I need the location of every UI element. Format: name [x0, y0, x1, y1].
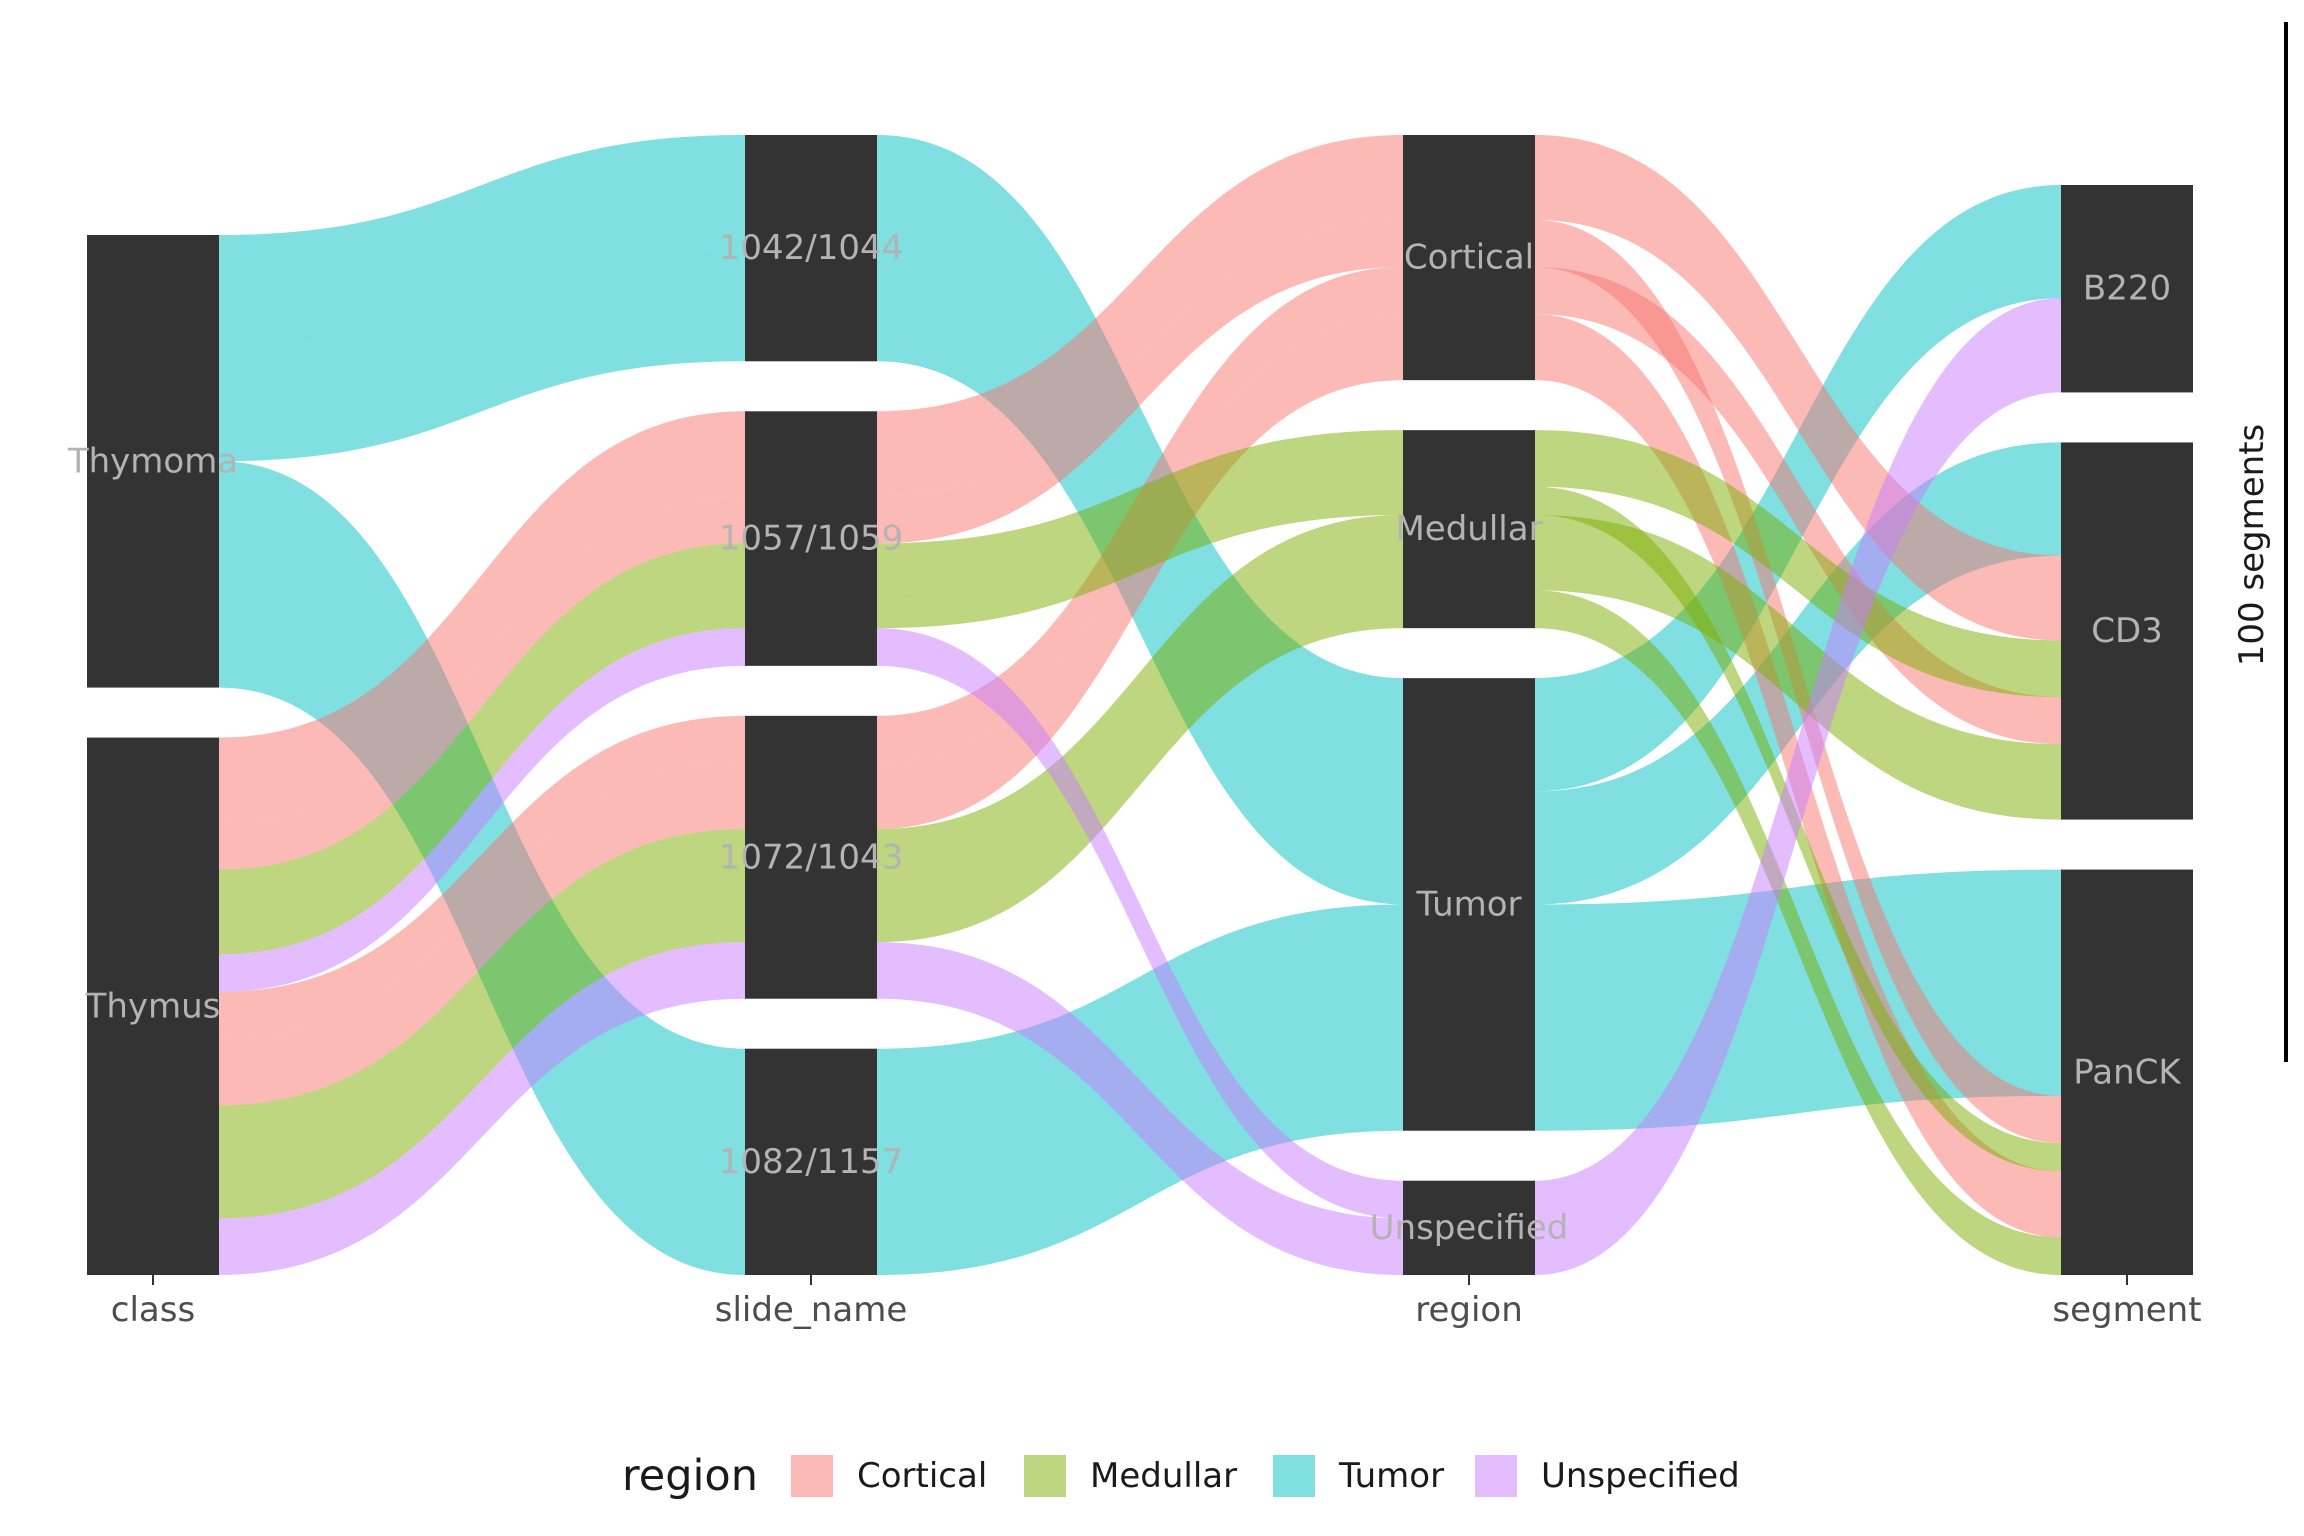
node-label-region-medullar: Medullar [1395, 509, 1542, 549]
flow-tumor-class-to-slide_name [219, 135, 745, 349]
flow-cortical-class-to-slide_name [219, 496, 745, 870]
node-slide_name-1082-1157 [745, 1048, 877, 1275]
scale-bar: 100 segments [2232, 22, 2288, 1062]
node-slide_name-1042-1044 [745, 135, 877, 362]
flow-medullar-class-to-slide_name [219, 904, 745, 1219]
flow-unspecified-region-to-segment [1535, 298, 2061, 1219]
node-slide_name-1072-1043 [745, 715, 877, 999]
legend-title: region [622, 1451, 758, 1501]
flow-medullar-slide_name-to-region [877, 515, 1403, 905]
flow-cortical-slide_name-to-region [877, 135, 1403, 497]
node-label-region-unspecified: Unspecified [1370, 1208, 1569, 1248]
legend-label-cortical: Cortical [857, 1456, 987, 1496]
axis-label-slide-name: slide_name [715, 1290, 908, 1330]
flow-cortical-slide_name-to-region [877, 219, 1403, 544]
node-region-unspecified [1403, 1180, 1535, 1275]
legend-label-medullar: Medullar [1090, 1456, 1237, 1496]
node-region-medullar [1403, 430, 1535, 629]
flow-cortical-class-to-slide_name [219, 715, 745, 1040]
legend: region Cortical Medullar Tumor Unspecified [622, 1451, 1740, 1501]
node-label-slide_name-1072-1043: 1072/1043 [719, 837, 904, 877]
node-segment-panck [2061, 869, 2193, 1275]
legend-label-unspecified: Unspecified [1541, 1456, 1740, 1496]
node-label-segment-b220: B220 [2083, 269, 2171, 309]
flow-medullar-slide_name-to-region [877, 486, 1403, 629]
flow-medullar-region-to-segment [1535, 515, 2061, 820]
flow-medullar-slide_name-to-region [877, 590, 1403, 943]
flow-unspecified-class-to-slide_name [219, 942, 745, 1275]
flow-unspecified-slide_name-to-region [877, 628, 1403, 1219]
flow-medullar-region-to-segment [1535, 430, 2061, 697]
flow-cortical-class-to-slide_name [219, 411, 745, 823]
node-label-region-tumor: Tumor [1415, 884, 1521, 924]
node-label-class-thymoma: Thymoma [67, 441, 238, 481]
node-label-segment-panck: PanCK [2073, 1052, 2182, 1092]
axis-label-region: region [1415, 1290, 1523, 1330]
node-slide_name-1057-1059 [745, 411, 877, 666]
node-segment-cd3 [2061, 442, 2193, 820]
legend-swatch-medullar [1024, 1455, 1066, 1497]
flow-cortical-region-to-segment [1535, 135, 2061, 641]
flow-medullar-slide_name-to-region [877, 430, 1403, 600]
flows-layer [219, 135, 2061, 1275]
node-class-thymoma [87, 235, 219, 688]
node-label-class-thymus: Thymus [85, 986, 221, 1026]
legend-label-tumor: Tumor [1338, 1456, 1444, 1496]
axis-label-class: class [111, 1290, 195, 1330]
node-class-thymus [87, 737, 219, 1275]
nodes-layer [87, 135, 2193, 1275]
node-region-tumor [1403, 678, 1535, 1131]
node-label-segment-cd3: CD3 [2091, 611, 2163, 651]
flow-unspecified-class-to-slide_name [219, 628, 745, 993]
flow-cortical-region-to-segment [1535, 267, 2061, 745]
legend-swatch-tumor [1273, 1455, 1315, 1497]
flow-cortical-class-to-slide_name [219, 763, 745, 1106]
node-segment-b220 [2061, 185, 2193, 393]
flow-medullar-class-to-slide_name [219, 829, 745, 1181]
flow-medullar-class-to-slide_name [219, 543, 745, 927]
flow-tumor-class-to-slide_name [219, 248, 745, 462]
node-label-slide_name-1082-1157: 1082/1157 [719, 1142, 904, 1182]
node-region-cortical [1403, 135, 1535, 381]
axis-labels-layer: class slide_name region segment [111, 1275, 2202, 1330]
flow-unspecified-slide_name-to-region [877, 942, 1403, 1275]
scale-bar-label: 100 segments [2232, 424, 2272, 667]
axis-label-segment: segment [2052, 1290, 2201, 1330]
legend-swatch-unspecified [1475, 1455, 1517, 1497]
node-label-slide_name-1042-1044: 1042/1044 [719, 228, 904, 268]
node-label-region-cortical: Cortical [1404, 238, 1534, 278]
legend-swatch-cortical [791, 1455, 833, 1497]
flow-tumor-region-to-segment [1535, 869, 2061, 1131]
flow-medullar-class-to-slide_name [219, 599, 745, 955]
node-label-slide_name-1057-1059: 1057/1059 [719, 519, 904, 559]
flow-medullar-region-to-segment [1535, 590, 2061, 1275]
flow-unspecified-region-to-segment [1535, 335, 2061, 1275]
